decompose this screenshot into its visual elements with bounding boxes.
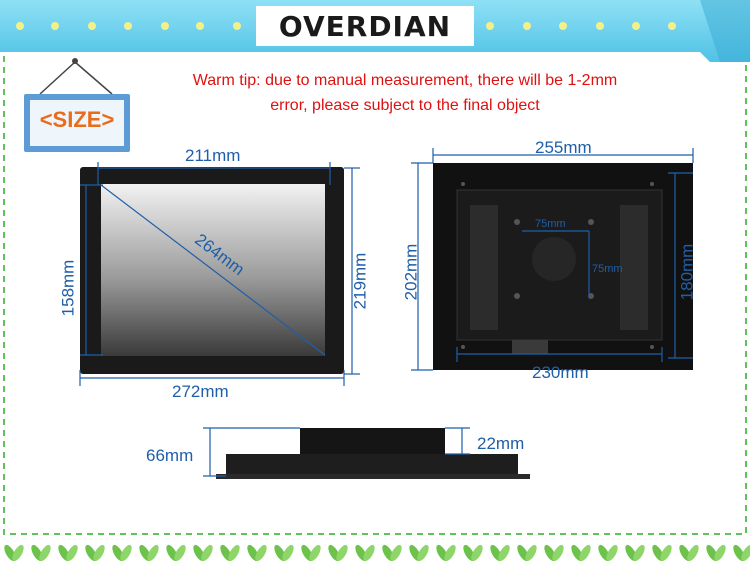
warm-tip-line-2: error, please subject to the final objec… xyxy=(270,97,540,114)
leaf-icon xyxy=(490,544,510,562)
size-sign xyxy=(24,58,130,152)
leaf-icon xyxy=(544,544,564,562)
leaf-icon xyxy=(166,544,186,562)
leaf-icon xyxy=(31,544,51,562)
leaf-icon xyxy=(247,544,267,562)
back-inner-width-label: 230mm xyxy=(532,363,589,382)
leaf-icon xyxy=(112,544,132,562)
leaf-icon xyxy=(679,544,699,562)
brand-logo: OVERDIAN xyxy=(278,10,452,43)
size-sign-label: <SIZE> xyxy=(39,107,115,132)
leaf-icon xyxy=(301,544,321,562)
leaf-border xyxy=(4,544,750,562)
leaf-icon xyxy=(4,544,24,562)
vesa-vertical-label: 75mm xyxy=(592,263,623,275)
front-height-label: 219mm xyxy=(350,252,370,310)
leaf-icon xyxy=(463,544,483,562)
leaf-icon xyxy=(382,544,402,562)
front-bottom-width-label: 272mm xyxy=(172,382,229,401)
leaf-icon xyxy=(598,544,618,562)
vesa-horizontal-label: 75mm xyxy=(535,218,566,230)
leaf-icon xyxy=(517,544,537,562)
front-screen-height-label: 158mm xyxy=(58,259,78,317)
leaf-icon xyxy=(220,544,240,562)
front-width-label: 211mm xyxy=(185,146,241,165)
leaf-icon xyxy=(58,544,78,562)
leaf-icon xyxy=(625,544,645,562)
leaf-icon xyxy=(193,544,213,562)
leaf-icon xyxy=(436,544,456,562)
leaf-icon xyxy=(652,544,672,562)
back-height-label: 202mm xyxy=(401,243,421,301)
leaf-icon xyxy=(409,544,429,562)
leaf-icon xyxy=(706,544,726,562)
leaf-icon xyxy=(355,544,375,562)
back-width-label: 255mm xyxy=(535,138,592,157)
leaf-icon xyxy=(274,544,294,562)
leaf-icon xyxy=(733,544,750,562)
leaf-icon xyxy=(139,544,159,562)
leaf-icon xyxy=(571,544,591,562)
warm-tip-line-1: Warm tip: due to manual measurement, the… xyxy=(192,72,618,89)
leaf-icon xyxy=(85,544,105,562)
leaf-icon xyxy=(328,544,348,562)
back-inner-height-label: 180mm xyxy=(677,243,697,301)
header-banner xyxy=(0,0,750,62)
side-depth-label: 66mm xyxy=(146,446,194,465)
side-bezel-label: 22mm xyxy=(477,434,525,453)
